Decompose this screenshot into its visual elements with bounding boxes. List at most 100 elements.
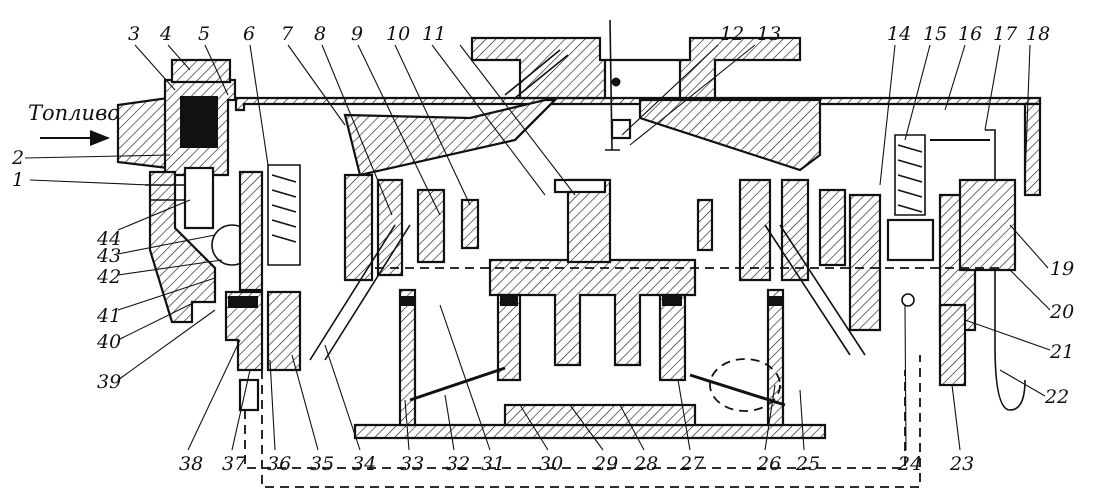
part-label-30: 30 xyxy=(539,453,563,475)
lower-left-jet xyxy=(238,378,260,412)
part-label-27: 27 xyxy=(679,453,705,475)
right-venturi-wall-b xyxy=(780,178,810,282)
throttle-body xyxy=(238,288,827,440)
idle-screw-block xyxy=(503,403,697,427)
part-label-1: 1 xyxy=(12,169,24,191)
left-throttle-plate xyxy=(409,366,506,402)
part-label-16: 16 xyxy=(958,23,982,45)
part-label-3: 3 xyxy=(128,23,140,45)
choke-tube xyxy=(504,49,569,99)
left-venturi xyxy=(309,173,480,361)
left-venturi-wall-c xyxy=(416,188,446,264)
part-label-22: 22 xyxy=(1044,386,1069,408)
part-label-25: 25 xyxy=(795,453,820,475)
outer-dashed-channel xyxy=(261,355,921,488)
part-label-12: 12 xyxy=(720,23,744,45)
cover-right-wall xyxy=(1023,102,1042,197)
part-label-41: 41 xyxy=(96,305,121,327)
part-label-42: 42 xyxy=(96,266,121,288)
part-label-10: 10 xyxy=(386,23,410,45)
right-air-horn xyxy=(638,98,822,172)
left-nozzle xyxy=(460,198,480,250)
pump-rod xyxy=(985,129,996,345)
center-right-post xyxy=(658,293,687,382)
fuel-filter xyxy=(180,96,218,148)
filter-cap xyxy=(170,58,232,84)
part-label-8: 8 xyxy=(314,23,326,45)
economizer-cap xyxy=(553,178,607,194)
air-inlet-flange xyxy=(470,36,802,100)
part-label-23: 23 xyxy=(949,453,974,475)
leader-lines xyxy=(24,44,1051,451)
cover-top-wall xyxy=(234,96,1042,112)
right-venturi-wall-a xyxy=(738,178,772,282)
part-label-40: 40 xyxy=(96,331,121,353)
right-throttle-shaft xyxy=(764,224,866,356)
part-label-39: 39 xyxy=(97,371,121,393)
part-label-15: 15 xyxy=(923,23,947,45)
center-block xyxy=(488,258,697,367)
linkage-hook xyxy=(994,344,1026,411)
center-section xyxy=(488,178,697,382)
power-valve-spring xyxy=(897,144,923,213)
pump-spring xyxy=(267,164,301,266)
part-label-38: 38 xyxy=(179,453,203,475)
enrichment-valve xyxy=(938,303,967,387)
part-label-11: 11 xyxy=(422,23,446,45)
part-label-14: 14 xyxy=(887,23,911,45)
power-valve-wall xyxy=(848,193,882,332)
inlet-fitting xyxy=(116,96,170,170)
right-housing xyxy=(958,178,1017,272)
fuel-label: Топливо xyxy=(28,101,120,125)
part-label-5: 5 xyxy=(198,23,210,45)
part-label-26: 26 xyxy=(756,453,781,475)
part-label-7: 7 xyxy=(281,23,294,45)
part-label-29: 29 xyxy=(593,453,618,475)
left-throttle-bore-wall xyxy=(398,288,417,427)
inner-dashed-channel xyxy=(244,370,906,469)
left-venturi-wall-a xyxy=(343,173,374,282)
choke-valve xyxy=(610,118,632,140)
part-label-44: 44 xyxy=(96,228,121,250)
part-label-13: 13 xyxy=(757,23,781,45)
vacuum-channels xyxy=(244,267,1000,488)
part-label-33: 33 xyxy=(400,453,424,475)
dashed-ellipse xyxy=(709,358,781,412)
carburetor-body xyxy=(234,19,1042,197)
part-label-6: 6 xyxy=(243,23,255,45)
right-nozzle xyxy=(696,198,714,252)
part-label-32: 32 xyxy=(446,453,470,475)
power-valve-assembly xyxy=(848,129,1026,411)
part-label-31: 31 xyxy=(481,453,505,475)
part-label-43: 43 xyxy=(96,245,121,267)
accelerator-pump-body xyxy=(238,170,264,292)
left-venturi-wall-b xyxy=(376,178,404,277)
right-venturi xyxy=(696,178,866,356)
part-label-37: 37 xyxy=(222,453,247,475)
part-label-20: 20 xyxy=(1049,301,1074,323)
part-label-18: 18 xyxy=(1026,23,1050,45)
right-throttle-plate xyxy=(689,373,786,407)
power-valve-body xyxy=(886,218,935,262)
part-label-2: 2 xyxy=(11,147,24,169)
idle-jet-block xyxy=(266,290,302,372)
float-chamber-detail xyxy=(145,184,190,201)
part-label-34: 34 xyxy=(352,453,376,475)
jet-gasket xyxy=(228,296,258,308)
part-label-24: 24 xyxy=(897,453,922,475)
part-label-4: 4 xyxy=(159,23,172,45)
right-venturi-wall-c xyxy=(818,188,847,267)
part-label-19: 19 xyxy=(1050,258,1074,280)
part-label-28: 28 xyxy=(633,453,658,475)
part-label-9: 9 xyxy=(351,23,363,45)
main-jet-block xyxy=(224,290,264,372)
power-valve-spring-housing xyxy=(894,134,926,216)
part-label-17: 17 xyxy=(993,23,1018,45)
part-label-36: 36 xyxy=(267,453,291,475)
left-throttle-shaft xyxy=(309,224,411,361)
center-left-post xyxy=(496,293,522,382)
part-label-21: 21 xyxy=(1049,341,1074,363)
left-air-horn xyxy=(343,98,558,177)
